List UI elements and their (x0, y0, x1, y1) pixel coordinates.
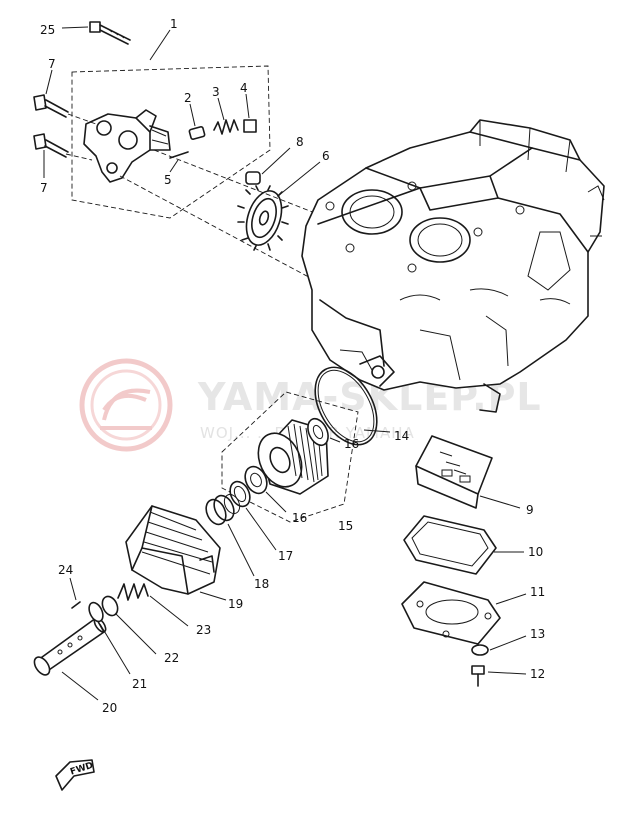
callout-19: 19 (228, 597, 243, 611)
guide-line-1 (119, 175, 319, 283)
assembly-box-filter (221, 391, 359, 523)
leader-1 (149, 29, 171, 61)
callout-11: 11 (530, 585, 545, 599)
callout-22: 22 (164, 651, 179, 665)
callout-1: 1 (170, 17, 178, 31)
o-ring-21 (88, 601, 131, 675)
callout-4: 4 (240, 81, 248, 95)
callout-16-lower: 16 (292, 511, 307, 525)
callout-23: 23 (196, 623, 211, 637)
callout-13: 13 (530, 627, 545, 641)
callout-20: 20 (102, 701, 117, 715)
bolt-25 (61, 21, 131, 45)
callout-6: 6 (322, 149, 330, 163)
o-ring-17 (229, 480, 277, 551)
callout-16-upper: 16 (344, 437, 359, 451)
washer-13 (471, 635, 527, 656)
gasket-10 (403, 515, 524, 575)
o-ring-22 (101, 595, 157, 655)
callout-17: 17 (278, 549, 293, 563)
washer-16-upper (307, 417, 341, 447)
spring-18 (205, 493, 255, 577)
washer-16-lower (244, 465, 287, 513)
guide-line-3 (67, 113, 97, 125)
pin-2 (188, 103, 206, 140)
callout-8: 8 (296, 135, 304, 149)
bolt-7-upper (33, 69, 69, 118)
filter-cover-19 (125, 505, 227, 601)
plug-4 (243, 93, 257, 133)
callout-10: 10 (528, 545, 543, 559)
callout-24: 24 (58, 563, 73, 577)
callout-18: 18 (254, 577, 269, 591)
spring-23 (117, 583, 189, 627)
guide-line-2 (153, 149, 339, 223)
bolt-7-lower (33, 133, 69, 178)
watermark-logo (79, 358, 173, 452)
callout-3: 3 (212, 85, 220, 99)
callout-5: 5 (164, 173, 172, 187)
callout-7-lower: 7 (40, 181, 48, 195)
callout-15: 15 (338, 519, 353, 533)
pin-24 (69, 577, 81, 609)
strainer-9 (415, 435, 521, 509)
crankcase (301, 119, 605, 413)
callout-14: 14 (394, 429, 409, 443)
fwd-arrow-icon: FWD (55, 759, 95, 791)
assembly-box-oil-pump (71, 65, 271, 219)
guide-line-4 (65, 153, 93, 161)
callout-2: 2 (184, 91, 192, 105)
dowel-8 (245, 147, 291, 185)
callout-25: 25 (40, 23, 55, 37)
bypass-pipe-20 (33, 617, 107, 701)
bolt-12 (471, 665, 527, 687)
strainer-cover-11 (401, 581, 527, 645)
oil-pump-body (83, 109, 171, 183)
o-ring-14 (314, 366, 391, 446)
spring-3 (213, 97, 239, 135)
callout-12: 12 (530, 667, 545, 681)
callout-21: 21 (132, 677, 147, 691)
callout-9: 9 (526, 503, 534, 517)
callout-7-upper: 7 (48, 57, 56, 71)
